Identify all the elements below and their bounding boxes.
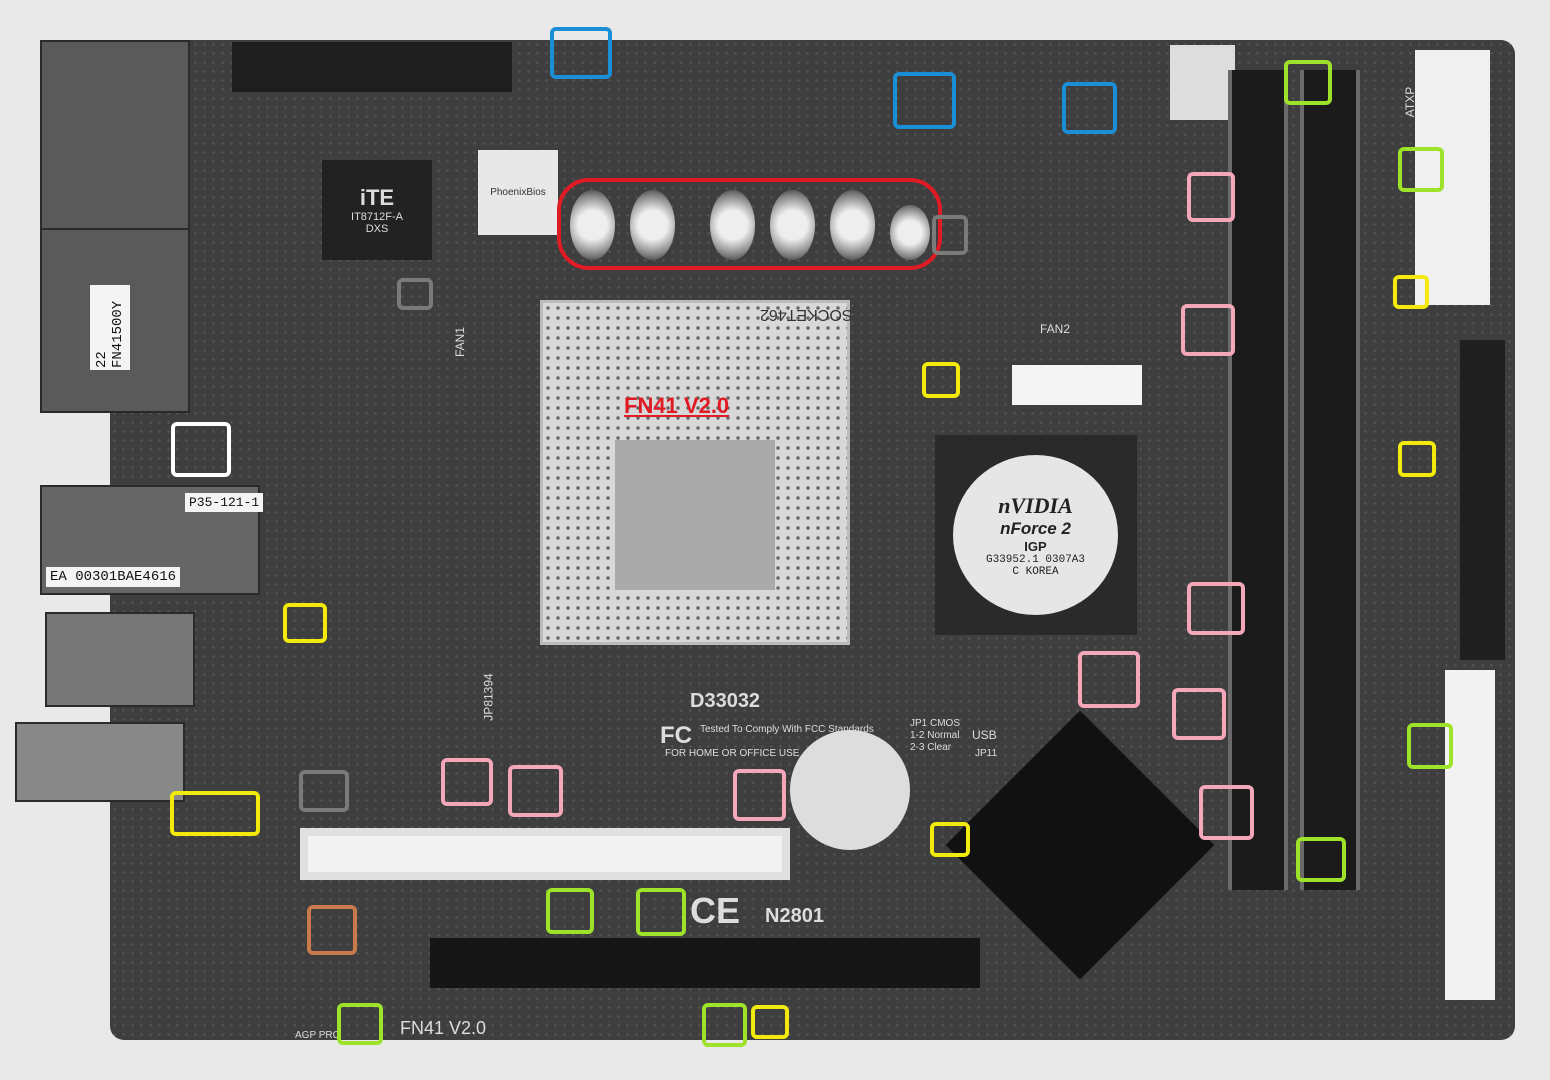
marker-pink	[1078, 651, 1140, 708]
jp1-clear: 2-3 Clear	[910, 742, 952, 753]
marker-pink	[1187, 172, 1235, 222]
marker-green	[1296, 837, 1346, 882]
jp1-label: JP1 CMOS	[910, 718, 961, 729]
audio-ports	[15, 722, 185, 802]
marker-green	[337, 1003, 383, 1045]
socket-label: SOCKET462	[760, 306, 853, 323]
marker-pink	[508, 765, 563, 817]
usb-ports	[45, 612, 195, 707]
chip-brand: iTE	[359, 185, 395, 210]
marker-blue	[893, 72, 956, 129]
marker-yellow	[930, 822, 970, 857]
fcc-text: Tested To Comply With FCC Standards	[700, 724, 874, 735]
atxp-label: ATXP	[1403, 86, 1418, 118]
fcc-use: FOR HOME OR OFFICE USE	[665, 748, 800, 759]
marker-blue	[1062, 82, 1117, 134]
power-connector-small	[1170, 45, 1235, 120]
socket-center	[615, 440, 775, 590]
cmos-battery-holder	[790, 730, 910, 850]
board-title-annotation: FN41 V2.0	[624, 393, 730, 418]
cpu-socket	[540, 300, 850, 645]
bios-chip: PhoenixBios	[478, 150, 558, 235]
ide-connector	[1445, 670, 1495, 1000]
capacitor	[770, 190, 815, 260]
fan2-label: FAN2	[1040, 322, 1071, 336]
marker-yellow	[1393, 275, 1429, 309]
n-number: N2801	[765, 905, 824, 927]
bottom-model-label: FN41 V2.0	[400, 1018, 487, 1038]
floppy-connector	[232, 42, 512, 92]
capacitor	[710, 190, 755, 260]
fan1-label: FAN1	[453, 326, 468, 358]
jp8-label: JP81394	[481, 673, 496, 721]
marker-red	[557, 178, 942, 270]
sticker-text: FN41500Y	[110, 300, 126, 368]
chip-code: G33952.1 0307A3	[985, 553, 1086, 566]
marker-yellow	[751, 1005, 789, 1039]
fcc-logo: FC	[660, 722, 692, 749]
nforce-product: nForce 2	[1000, 518, 1071, 538]
marker-gray	[299, 770, 349, 812]
dimm-slot-1	[1228, 70, 1288, 890]
marker-gray	[397, 278, 433, 310]
lan-sticker: P35-121-1	[185, 493, 264, 512]
barcode-sticker	[1012, 365, 1142, 405]
marker-orange	[307, 905, 357, 955]
agp-pro-label: AGP PRO	[295, 1030, 341, 1041]
agp-slot	[430, 938, 980, 988]
ide-connector-2	[1460, 340, 1505, 660]
chip-origin: C KOREA	[1012, 565, 1059, 578]
nvidia-brand: nVIDIA	[998, 492, 1073, 518]
capacitor	[630, 190, 675, 260]
marker-pink	[1181, 304, 1235, 356]
com-sticker: 22 FN41500Y	[90, 285, 130, 370]
igp-label: IGP	[1024, 538, 1047, 554]
marker-pink	[1187, 582, 1245, 635]
marker-yellow	[922, 362, 960, 398]
capacitor	[830, 190, 875, 260]
marker-green	[702, 1003, 747, 1047]
marker-green	[546, 888, 594, 934]
marker-green	[1284, 60, 1332, 105]
sticker-text: 22	[94, 351, 110, 368]
nvidia-label: nVIDIA nForce 2 IGP G33952.1 0307A3 C KO…	[953, 455, 1118, 615]
marker-green	[636, 888, 686, 936]
dimm-slot-2	[1300, 70, 1360, 890]
atx-power-connector	[1415, 50, 1490, 305]
marker-pink	[733, 769, 786, 821]
model-code: D33032	[690, 690, 761, 712]
pci-slot	[300, 828, 790, 880]
marker-gray	[932, 215, 968, 255]
vga-port	[40, 40, 190, 230]
chip-code: DXS	[365, 223, 389, 235]
marker-yellow	[283, 603, 327, 643]
marker-pink	[441, 758, 493, 806]
serial-port	[40, 228, 190, 413]
marker-white	[171, 422, 231, 477]
jp11-label: JP11	[975, 748, 998, 759]
ce-mark: CE	[690, 890, 741, 931]
jp1-normal: 1-2 Normal	[910, 730, 960, 741]
serial-sticker: EA 00301BAE4616	[46, 567, 181, 587]
chip-model: IT8712F-A	[351, 211, 403, 223]
marker-green	[1407, 723, 1453, 769]
usb-label: USB	[972, 728, 997, 742]
marker-yellow	[1398, 441, 1436, 477]
marker-yellow	[170, 791, 260, 836]
marker-blue	[550, 27, 612, 79]
marker-green	[1398, 147, 1444, 192]
marker-pink	[1199, 785, 1254, 840]
marker-pink	[1172, 688, 1226, 740]
bios-label: PhoenixBios	[490, 187, 546, 198]
superio-chip: iTE IT8712F-A DXS	[322, 160, 432, 260]
